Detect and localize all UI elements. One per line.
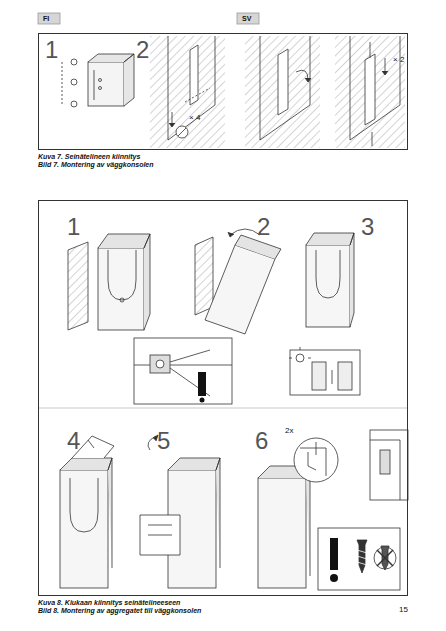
- figure-caption: Kuva 7. Seinätelineen kiinnitys: [38, 153, 140, 160]
- quantity-label: 2x: [285, 427, 293, 435]
- step-number: 2: [136, 38, 149, 62]
- step-number: 2: [257, 215, 270, 239]
- step-number: 1: [67, 215, 80, 239]
- step-number: 1: [45, 38, 58, 62]
- language-tab: FI: [43, 15, 49, 22]
- quantity-label: × 4: [189, 114, 200, 122]
- step-number: 3: [361, 215, 374, 239]
- figure-caption: Bild 8. Montering av aggregatet till väg…: [38, 607, 201, 614]
- figure-panel: 1 2 × 4 × 2: [38, 33, 408, 150]
- figure-caption: Kuva 8. Kiukaan kiinnitys seinätelineese…: [38, 599, 180, 606]
- figure-panel: 1 2 3 4 5 6 2x: [38, 200, 408, 596]
- page-number: 15: [399, 606, 408, 614]
- quantity-label: × 2: [393, 56, 404, 64]
- step-number: 5: [157, 429, 170, 453]
- step-number: 4: [67, 429, 80, 453]
- figure-caption: Bild 7. Montering av väggkonsolen: [38, 161, 154, 168]
- step-number: 6: [255, 429, 268, 453]
- language-tab: SV: [242, 15, 251, 22]
